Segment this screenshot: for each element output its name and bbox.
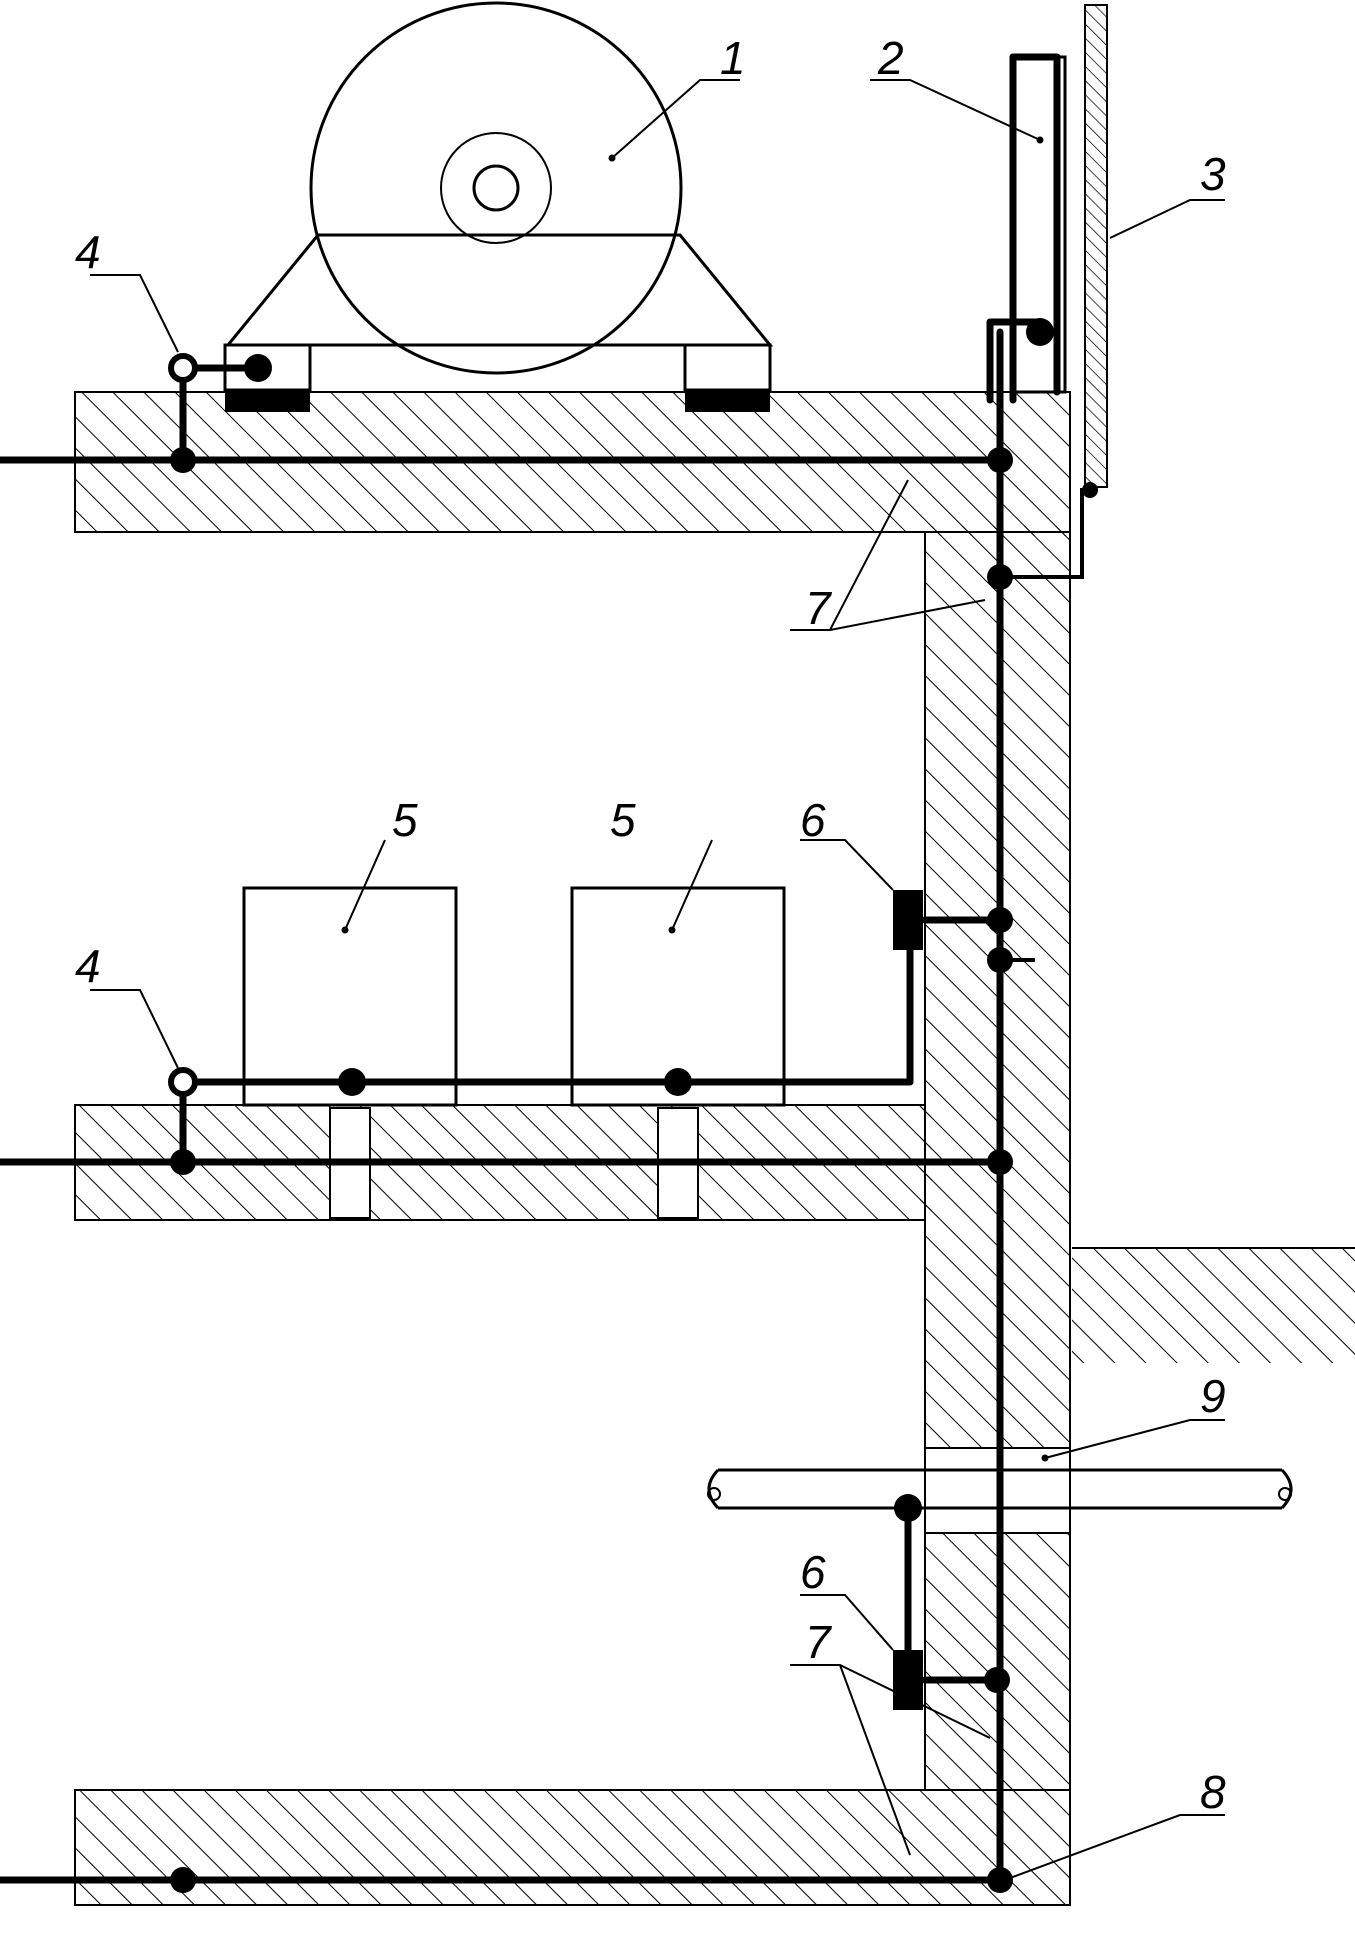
callout-8: 8 [1200,1766,1226,1818]
building-structure [74,391,1355,1906]
bottom-floor-slab [74,1789,1071,1906]
electric-motor [223,1,774,412]
terminal-4-top [168,353,198,383]
callout-1: 1 [720,32,746,84]
callout-6-upper: 6 [800,794,826,846]
equipment-cabinet-1 [242,886,458,1107]
callout-4-top: 4 [75,226,101,278]
leader-lines [90,79,1225,1879]
clamp-6-upper [893,890,923,950]
callout-6-lower: 6 [800,1546,826,1598]
terminal-4-middle [168,1067,198,1097]
callout-5-left: 5 [392,794,418,846]
callout-7-upper: 7 [805,582,832,634]
callout-5-right: 5 [610,794,636,846]
callout-labels: 1 2 3 4 4 5 5 6 6 7 7 8 9 [75,32,1226,1818]
connection-nodes [170,318,1098,1893]
callout-7-lower: 7 [805,1616,832,1668]
callout-3: 3 [1200,148,1226,200]
callout-9: 9 [1200,1370,1226,1422]
clamp-6-lower [893,1650,923,1710]
ground-outside [1072,1248,1355,1363]
metal-structure-3 [1084,4,1108,488]
callout-2: 2 [877,32,904,84]
equipment-cabinet-2 [570,886,786,1107]
callout-4-middle: 4 [75,940,101,992]
